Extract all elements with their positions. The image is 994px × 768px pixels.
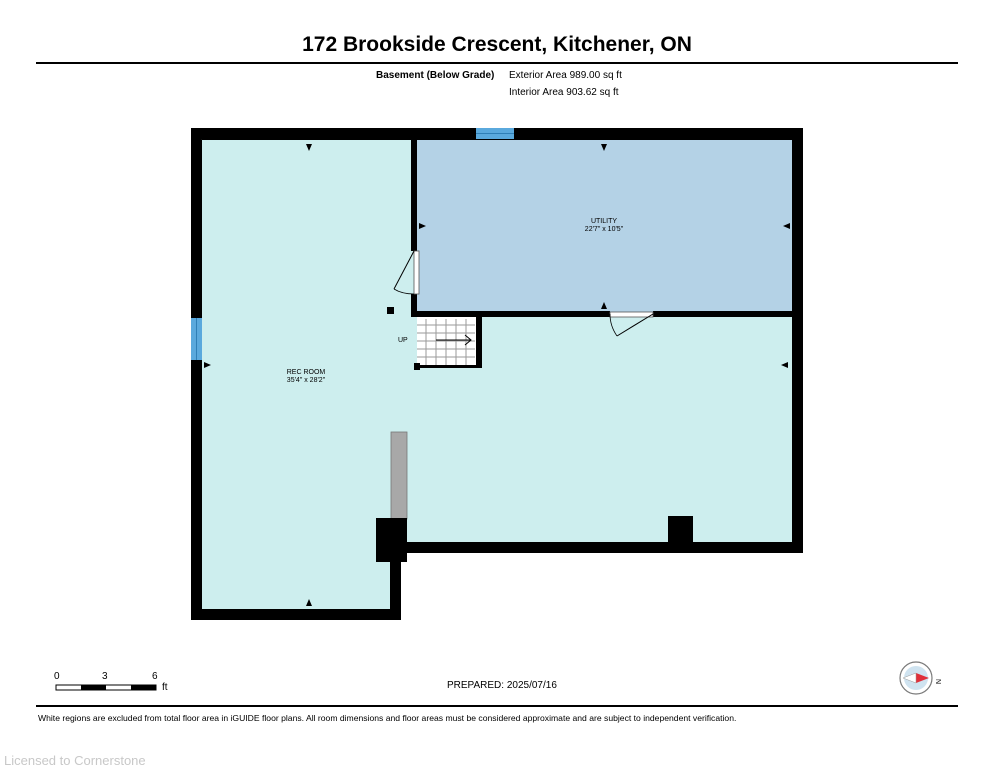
scale-tick-0: 0	[54, 671, 60, 682]
utility-south-wall-right	[653, 311, 796, 317]
utility-floor	[414, 135, 797, 314]
level-label: Basement (Below Grade)	[376, 70, 495, 81]
column-post	[387, 307, 394, 314]
wall-notch	[668, 516, 693, 546]
utility-door-west	[393, 250, 420, 295]
scale-bar	[55, 684, 157, 691]
license-watermark: Licensed to Cornerstone	[4, 753, 146, 768]
chimney-base	[376, 518, 407, 562]
rec-room-dimensions: 35'4" x 28'2"	[286, 377, 326, 384]
scale-tick-6: 6	[152, 671, 158, 682]
top-divider	[36, 62, 958, 64]
compass-icon	[899, 661, 933, 695]
stairs	[414, 317, 482, 370]
utility-west-wall-upper	[411, 139, 417, 251]
footer-disclaimer: White regions are excluded from total fl…	[38, 713, 737, 723]
scale-unit: ft	[162, 682, 168, 693]
utility-south-wall-left	[411, 311, 610, 317]
bottom-divider	[36, 705, 958, 707]
page-title: 172 Brookside Crescent, Kitchener, ON	[302, 33, 692, 56]
compass-north-label: N	[934, 678, 942, 685]
rec-room-label: REC ROOM	[286, 369, 326, 376]
scale-tick-3: 3	[102, 671, 108, 682]
prepared-date: PREPARED: 2025/07/16	[447, 680, 557, 691]
interior-area: Interior Area 903.62 sq ft	[509, 87, 619, 98]
utility-dimensions: 22'7" x 10'5"	[584, 226, 624, 233]
chimney-gray	[390, 431, 408, 520]
stairs-up-label: UP	[398, 337, 408, 344]
utility-door-south	[609, 311, 654, 337]
exterior-area: Exterior Area 989.00 sq ft	[509, 70, 622, 81]
utility-label: UTILITY	[590, 218, 618, 225]
utility-west-wall-lower	[411, 294, 417, 317]
dimension-arrows	[204, 144, 790, 606]
